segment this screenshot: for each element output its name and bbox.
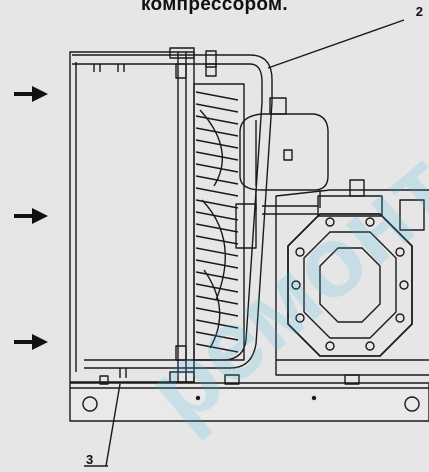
airflow-arrow-icon [14, 208, 48, 224]
condenser-coil [69, 47, 195, 383]
callout-number-3: 3 [86, 452, 94, 467]
airflow-arrow-icon [14, 334, 48, 350]
riser-pipe [84, 101, 273, 378]
leader-line-3 [105, 383, 121, 467]
compressor [262, 179, 429, 376]
airflow-arrow-icon [14, 86, 48, 102]
fan-guard [193, 83, 257, 361]
base-frame [69, 374, 429, 422]
figure-title: компрессором. [140, 0, 288, 15]
leader-line-2 [267, 19, 405, 69]
top-pipe [72, 50, 273, 102]
callout-number-2: 2 [415, 4, 423, 19]
receiver-tank [239, 97, 329, 210]
